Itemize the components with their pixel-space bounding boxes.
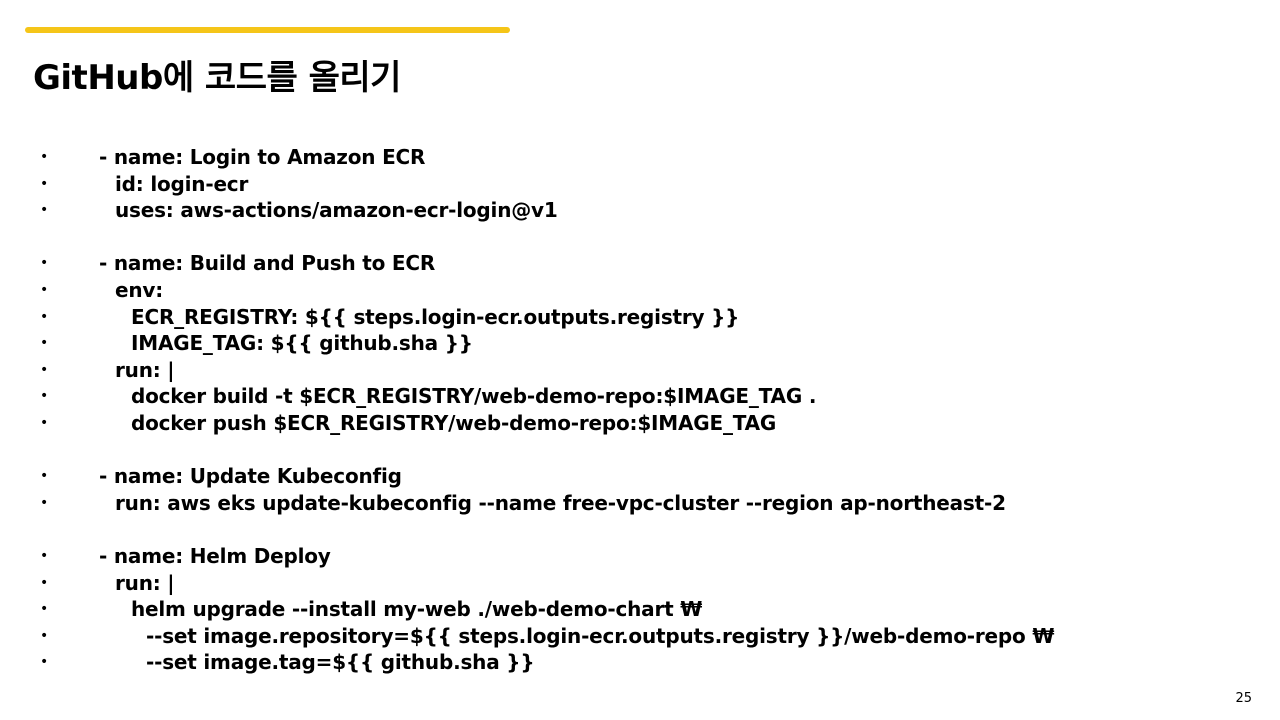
bullet-icon: • (40, 494, 49, 511)
bullet-icon: • (40, 255, 49, 272)
code-line-text: env: (115, 277, 164, 302)
code-line: • helm upgrade --install my-web ./web-dem… (40, 596, 1220, 623)
code-bullet-list: • - name: Login to Amazon ECR • id: login-e… (40, 144, 1220, 676)
code-line-text: - name: Build and Push to ECR (99, 251, 436, 276)
code-line: • - name: Build and Push to ECR (40, 250, 1220, 277)
code-line: • ECR_REGISTRY: ${{ steps.login-ecr.outpu… (40, 304, 1220, 331)
code-line: • run: | (40, 357, 1220, 384)
code-line-text: --set image.repository=${{ steps.login-e… (146, 623, 1055, 648)
code-line-text: - name: Update Kubeconfig (99, 464, 402, 489)
code-line: • uses: aws-actions/amazon-ecr-login@v1 (40, 197, 1220, 224)
code-line: • IMAGE_TAG: ${{ github.sha }} (40, 330, 1220, 357)
bullet-icon: • (40, 335, 49, 352)
bullet-icon: • (40, 308, 49, 325)
code-line: • - name: Helm Deploy (40, 543, 1220, 570)
code-line-text: docker push $ECR_REGISTRY/web-demo-repo:… (131, 410, 777, 435)
bullet-icon: • (40, 281, 49, 298)
code-line: • docker build -t $ECR_REGISTRY/web-demo-… (40, 383, 1220, 410)
bullet-icon: • (40, 414, 49, 431)
code-line-text: --set image.tag=${{ github.sha }} (146, 650, 535, 675)
blank-line (40, 224, 1220, 251)
code-line-text: docker build -t $ECR_REGISTRY/web-demo-r… (131, 384, 817, 409)
bullet-icon: • (40, 627, 49, 644)
bullet-icon: • (40, 361, 49, 378)
bullet-icon: • (40, 654, 49, 671)
bullet-icon: • (40, 547, 49, 564)
bullet-icon: • (40, 388, 49, 405)
code-line: • run: aws eks update-kubeconfig --name f… (40, 490, 1220, 517)
blank-line (40, 437, 1220, 464)
code-line: • docker push $ECR_REGISTRY/web-demo-repo… (40, 410, 1220, 437)
code-line: • --set image.repository=${{ steps.login-… (40, 623, 1220, 650)
code-line: • run: | (40, 570, 1220, 597)
code-line-text: run: | (115, 357, 175, 382)
code-line-text: uses: aws-actions/amazon-ecr-login@v1 (115, 198, 558, 223)
bullet-icon: • (40, 601, 49, 618)
code-line-text: run: | (115, 570, 175, 595)
code-line: • id: login-ecr (40, 171, 1220, 198)
bullet-icon: • (40, 175, 49, 192)
code-line-text: - name: Login to Amazon ECR (99, 145, 426, 169)
code-line: • env: (40, 277, 1220, 304)
blank-line (40, 516, 1220, 543)
bullet-icon: • (40, 149, 49, 165)
code-line-text: helm upgrade --install my-web ./web-demo… (131, 597, 703, 622)
page-number: 25 (1235, 691, 1252, 706)
code-line-text: ECR_REGISTRY: ${{ steps.login-ecr.output… (131, 304, 740, 329)
slide-title: GitHub에 코드를 올리기 (33, 58, 401, 98)
bullet-icon: • (40, 574, 49, 591)
bullet-icon: • (40, 468, 49, 485)
bullet-icon: • (40, 202, 49, 219)
code-line-text: - name: Helm Deploy (99, 543, 331, 568)
accent-bar (25, 27, 510, 33)
code-line-text: id: login-ecr (115, 171, 249, 196)
code-line: • - name: Login to Amazon ECR (40, 144, 1220, 171)
code-line: • - name: Update Kubeconfig (40, 463, 1220, 490)
code-line-text: run: aws eks update-kubeconfig --name fr… (115, 490, 1006, 515)
code-line-text: IMAGE_TAG: ${{ github.sha }} (131, 331, 473, 356)
code-line: • --set image.tag=${{ github.sha }} (40, 649, 1220, 676)
